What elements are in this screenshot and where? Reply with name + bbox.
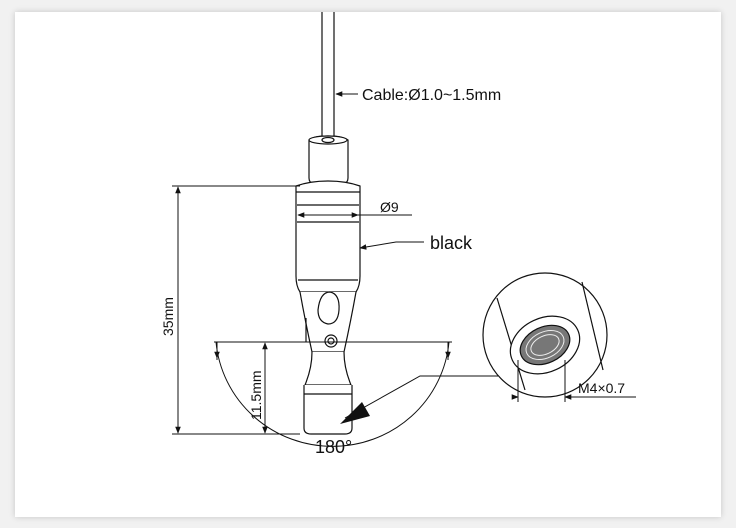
- thread-dimension: [511, 360, 636, 402]
- lower-length-label: 11.5mm: [248, 370, 264, 420]
- detail-leader: [344, 375, 498, 419]
- cable-label: Cable:Ø1.0~1.5mm: [362, 87, 501, 104]
- cable: [321, 12, 335, 140]
- total-length-label: 35mm: [160, 297, 176, 336]
- thread-detail: [482, 272, 608, 398]
- thread-label: M4×0.7: [578, 380, 625, 396]
- drawing-card: [15, 12, 721, 517]
- cable-grip-body: [295, 135, 361, 435]
- diameter-label: Ø9: [380, 199, 399, 215]
- color-label: black: [430, 233, 473, 253]
- color-leader: [359, 241, 424, 250]
- detail-arrowhead: [340, 402, 370, 424]
- angle-label: 180°: [315, 437, 352, 457]
- rotation-arc: [215, 341, 450, 447]
